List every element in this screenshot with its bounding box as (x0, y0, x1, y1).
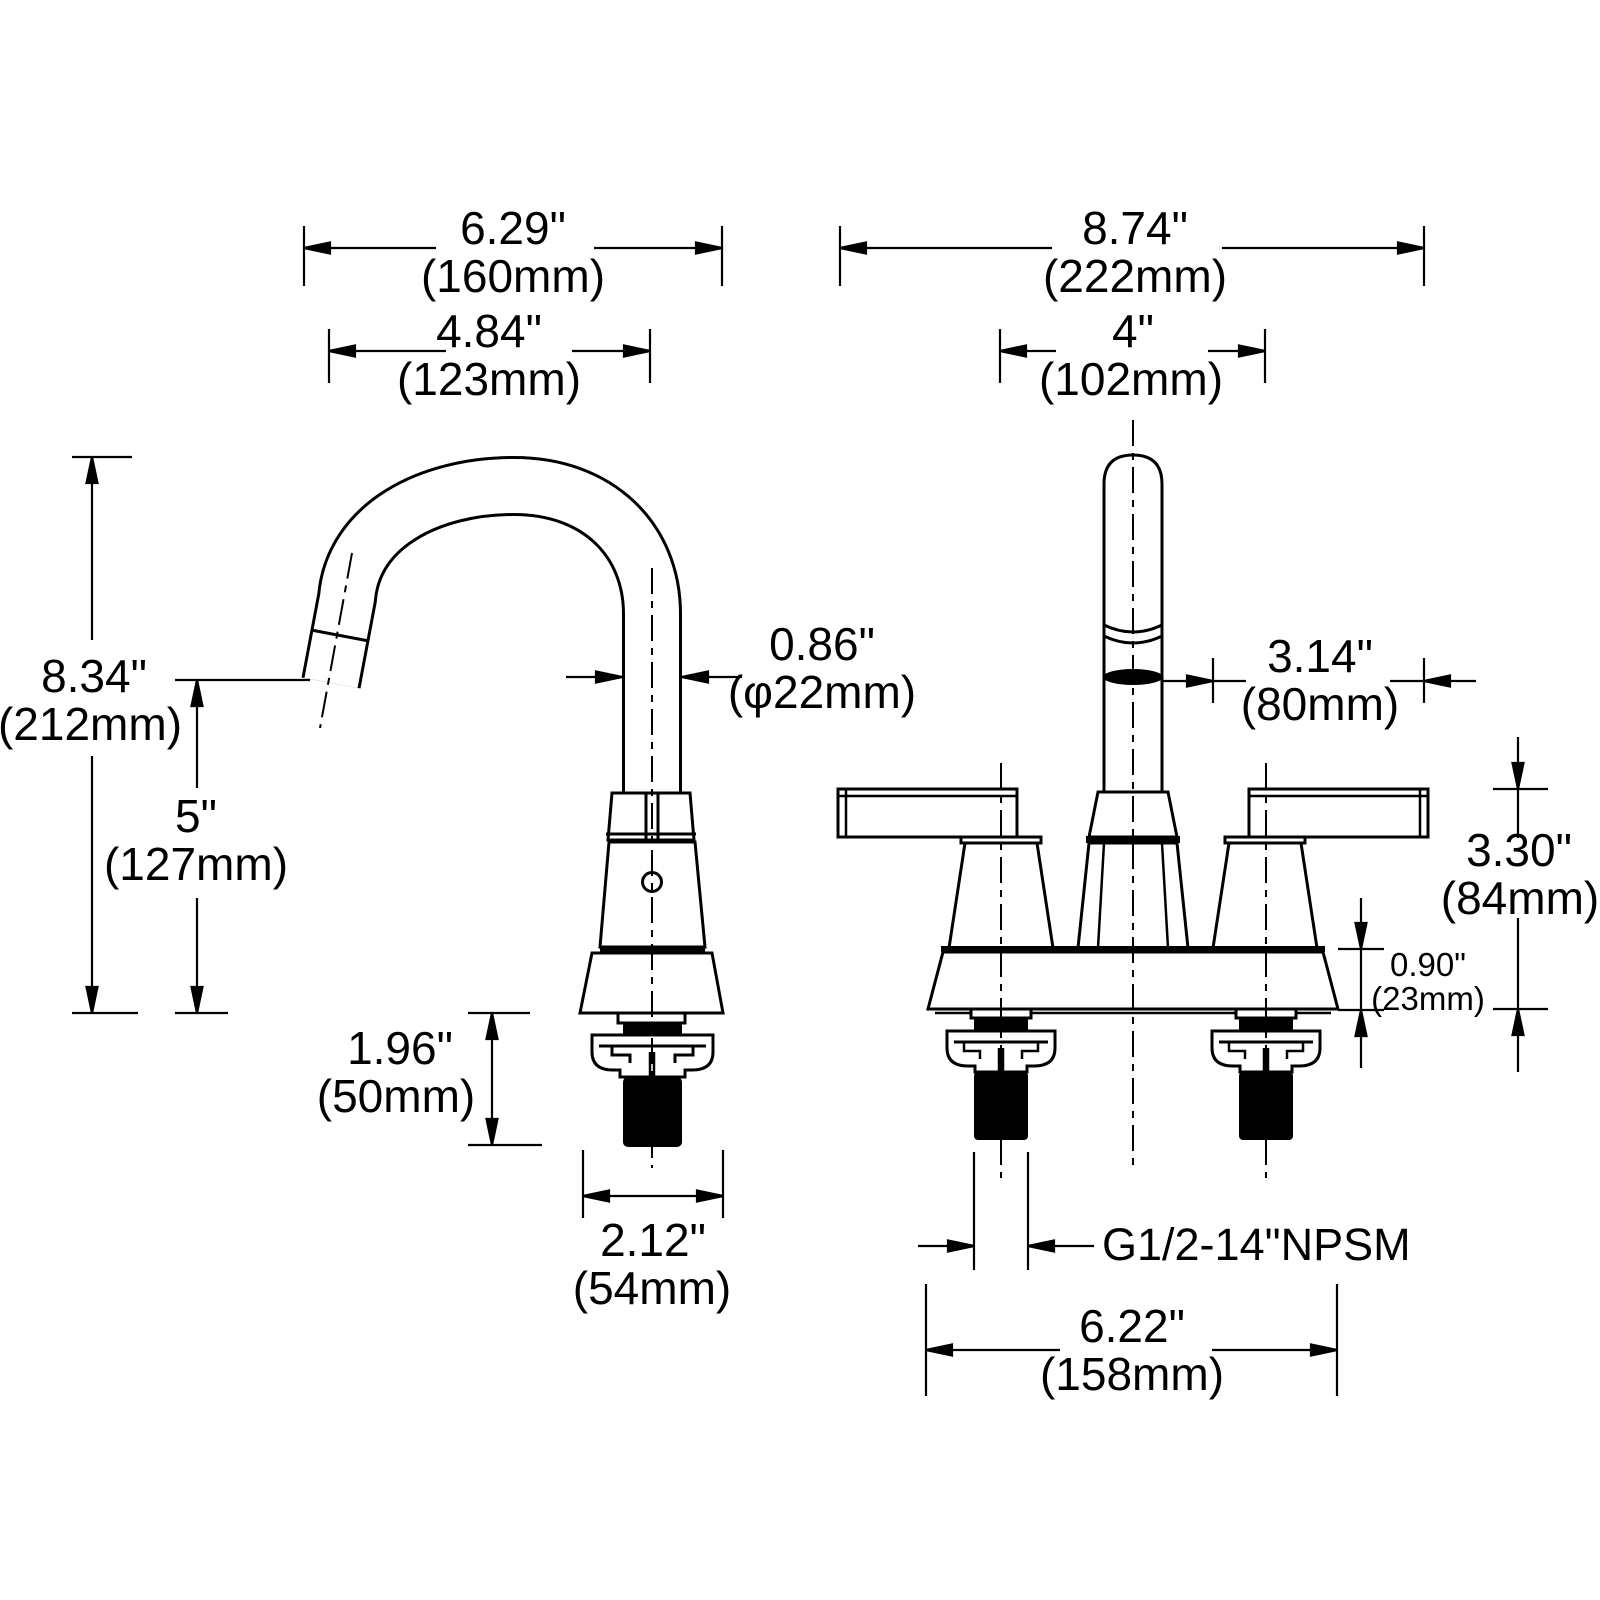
dim-thread-arrow-right (1026, 1239, 1056, 1253)
label-shank-length-in: 1.96" (347, 1022, 453, 1074)
dim-484-ticks (327, 329, 652, 383)
left-gasket (974, 1018, 1028, 1031)
label-spout-reach-mm: (123mm) (397, 353, 581, 405)
label-spout-reach-in: 4.84" (436, 305, 542, 357)
dimension-graphics (72, 226, 1548, 1396)
label-base-diameter-in: 2.12" (600, 1214, 706, 1266)
dim-629-ticks (302, 226, 724, 286)
label-deck-thickness-in: 0.90" (1390, 946, 1466, 983)
dim-834-arrow-top (85, 455, 99, 485)
label-spout-clearance-mm: (80mm) (1241, 678, 1399, 730)
dim-834-ticks (72, 455, 138, 1015)
dim-212-ticks (581, 1150, 725, 1218)
dim-4-arrow-left (998, 344, 1028, 358)
dim-thread-ticks (972, 1152, 1030, 1270)
dim-484-arrow-right (622, 344, 652, 358)
label-base-diameter-mm: (54mm) (573, 1262, 731, 1314)
dim-622-ticks (924, 1284, 1339, 1396)
dim-874-arrow-right (1396, 241, 1426, 255)
dim-5-arrow-top (190, 678, 204, 708)
dimension-labels: 6.29" (160mm) 4.84" (123mm) 8.74" (222mm… (0, 202, 1599, 1400)
label-spout-diameter-mm: (φ22mm) (728, 666, 916, 718)
front-collar-band (1086, 836, 1180, 843)
dim-196-ticks (468, 1011, 542, 1147)
dim-314-arrow-left (1185, 674, 1215, 688)
label-side-overall-width-mm: (160mm) (421, 250, 605, 302)
front-center-cone-inner-right (1160, 842, 1170, 949)
label-spout-height-mm: (127mm) (104, 838, 288, 890)
label-overall-height-in: 8.34" (41, 650, 147, 702)
dim-5-arrow-bottom (190, 985, 204, 1015)
dim-314-arrow-right (1422, 674, 1452, 688)
dim-212-arrow-right (695, 1189, 725, 1203)
dim-196-arrow-top (485, 1011, 499, 1041)
aerator-band-line (310, 628, 370, 643)
dim-629-arrow-left (302, 241, 332, 255)
threaded-shank (623, 1077, 682, 1147)
dim-834-arrow-bottom (85, 985, 99, 1015)
label-handle-height-in: 3.30" (1466, 824, 1572, 876)
left-mounting-nut-steps (962, 1042, 1040, 1059)
label-spout-clearance-in: 3.14" (1267, 630, 1373, 682)
dim-090-arrow-top (1354, 921, 1368, 951)
dim-874-arrow-left (838, 241, 868, 255)
front-view (836, 420, 1430, 1178)
label-handle-height-mm: (84mm) (1441, 872, 1599, 924)
right-mounting-nut-steps (1227, 1042, 1305, 1059)
dim-thread-arrow-left (946, 1239, 976, 1253)
dim-622-arrow-left (924, 1343, 954, 1357)
dim-212-arrow-left (581, 1189, 611, 1203)
label-faucet-centers-mm: (102mm) (1039, 353, 1223, 405)
side-view (301, 455, 725, 1168)
dim-086-arrow-left (594, 670, 624, 684)
label-spout-diameter-in: 0.86" (769, 618, 875, 670)
label-front-overall-width-mm: (222mm) (1043, 250, 1227, 302)
right-gasket (1239, 1018, 1293, 1031)
dim-330-ticks (1493, 787, 1548, 1011)
gooseneck-spout-body (304, 458, 679, 795)
dim-4-ticks (998, 329, 1267, 383)
label-faucet-centers-in: 4" (1112, 305, 1154, 357)
label-overall-height-mm: (212mm) (0, 698, 182, 750)
label-thread-spec: G1/2-14"NPSM (1102, 1219, 1411, 1270)
dim-622-arrow-right (1309, 1343, 1339, 1357)
dim-090-arrow-bottom (1354, 1008, 1368, 1038)
mounting-nut-steps (610, 1046, 695, 1063)
dim-330-arrow-bottom (1511, 1007, 1525, 1037)
front-center-cone-inner-left (1096, 842, 1106, 949)
dim-330-arrow-top (1511, 761, 1525, 791)
label-shank-length-mm: (50mm) (317, 1070, 475, 1122)
dim-629-arrow-right (694, 241, 724, 255)
dim-196-arrow-bottom (485, 1117, 499, 1147)
label-front-overall-width-in: 8.74" (1082, 202, 1188, 254)
dim-4-arrow-right (1237, 344, 1267, 358)
label-deck-thickness-mm: (23mm) (1371, 980, 1485, 1017)
dim-086-arrow-right (680, 670, 710, 684)
dim-484-arrow-left (327, 344, 357, 358)
label-spout-height-in: 5" (175, 790, 217, 842)
dim-874-ticks (838, 226, 1426, 286)
label-side-overall-width-in: 6.29" (460, 202, 566, 254)
label-deck-width-mm: (158mm) (1040, 1348, 1224, 1400)
outlet-centerline (319, 552, 353, 729)
label-deck-width-in: 6.22" (1079, 1300, 1185, 1352)
